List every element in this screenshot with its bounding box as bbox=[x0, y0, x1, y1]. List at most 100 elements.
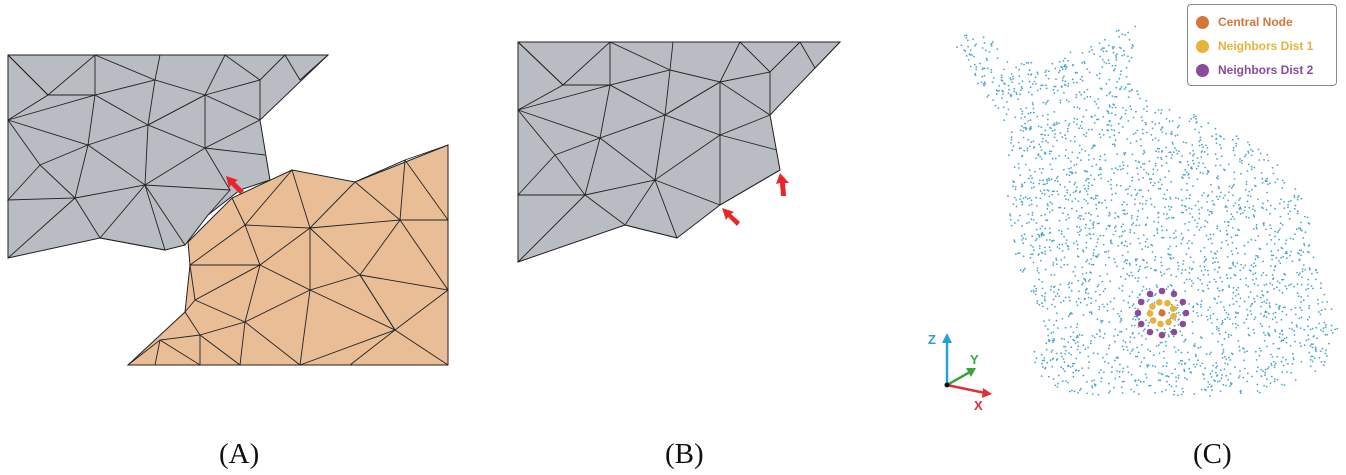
cloud-point bbox=[1278, 260, 1280, 262]
cloud-point bbox=[1007, 108, 1010, 111]
cloud-point bbox=[1184, 338, 1187, 341]
cloud-point bbox=[1143, 149, 1145, 152]
legend-label-central: Central Node bbox=[1218, 15, 1293, 29]
cloud-point bbox=[1021, 125, 1023, 127]
cloud-point bbox=[1224, 205, 1227, 208]
cloud-point bbox=[1064, 119, 1067, 122]
cloud-point bbox=[1183, 368, 1185, 371]
cloud-point bbox=[1123, 380, 1125, 383]
cloud-point bbox=[1174, 319, 1177, 321]
cloud-point bbox=[1209, 233, 1212, 236]
cloud-point bbox=[1267, 334, 1270, 336]
cloud-point bbox=[1197, 359, 1199, 362]
cloud-point bbox=[1203, 378, 1206, 380]
cloud-point bbox=[1114, 261, 1116, 264]
cloud-point bbox=[1114, 192, 1117, 195]
cloud-point bbox=[1314, 346, 1317, 349]
cloud-point bbox=[1299, 306, 1302, 309]
cloud-point bbox=[1290, 199, 1292, 202]
cloud-point bbox=[1262, 331, 1265, 334]
cloud-point bbox=[1129, 341, 1131, 343]
cloud-point bbox=[1085, 212, 1087, 215]
cloud-point bbox=[1075, 357, 1078, 360]
cloud-point bbox=[1081, 61, 1084, 64]
cloud-point bbox=[1045, 140, 1047, 142]
cloud-point bbox=[1051, 365, 1054, 368]
cloud-point bbox=[1067, 127, 1069, 130]
cloud-point bbox=[1094, 290, 1097, 293]
cloud-point bbox=[1231, 241, 1234, 244]
cloud-point bbox=[1085, 190, 1088, 193]
neighbor-dist-2-point bbox=[1146, 290, 1154, 298]
cloud-point bbox=[1008, 154, 1010, 157]
cloud-point bbox=[1083, 198, 1086, 201]
cloud-point bbox=[1210, 183, 1212, 186]
cloud-point bbox=[1291, 260, 1294, 263]
cloud-point bbox=[1039, 197, 1042, 200]
cloud-point bbox=[1078, 369, 1080, 372]
cloud-point bbox=[1108, 321, 1111, 324]
cloud-point bbox=[1017, 141, 1020, 144]
cloud-point bbox=[1058, 247, 1061, 250]
cloud-point bbox=[1276, 231, 1279, 234]
cloud-point bbox=[1122, 339, 1125, 342]
cloud-point bbox=[1257, 284, 1259, 287]
cloud-point bbox=[1243, 209, 1246, 212]
cloud-point bbox=[1272, 360, 1275, 363]
cloud-point bbox=[1002, 93, 1004, 95]
cloud-point bbox=[1118, 375, 1121, 378]
cloud-point bbox=[1044, 367, 1046, 370]
cloud-point bbox=[1154, 365, 1157, 368]
cloud-point bbox=[1188, 120, 1191, 123]
cloud-point bbox=[1054, 305, 1056, 308]
cloud-point bbox=[965, 55, 968, 57]
cloud-point bbox=[1099, 335, 1101, 338]
cloud-point bbox=[1216, 328, 1218, 331]
cloud-point bbox=[1246, 350, 1248, 353]
cloud-point bbox=[1135, 224, 1138, 227]
cloud-point bbox=[1069, 140, 1072, 142]
cloud-point bbox=[1074, 198, 1077, 200]
cloud-point bbox=[1061, 136, 1064, 139]
cloud-point bbox=[1027, 91, 1030, 94]
cloud-point bbox=[1307, 287, 1310, 290]
cloud-point bbox=[1283, 384, 1286, 387]
cloud-point bbox=[1208, 353, 1211, 355]
cloud-point bbox=[1148, 178, 1151, 181]
cloud-point bbox=[1120, 225, 1123, 228]
cloud-point bbox=[1320, 361, 1323, 363]
cloud-point bbox=[1012, 203, 1015, 206]
cloud-point bbox=[1164, 340, 1167, 343]
cloud-point bbox=[1121, 380, 1124, 383]
cloud-point bbox=[1275, 303, 1278, 306]
cloud-point bbox=[1133, 203, 1136, 206]
cloud-point bbox=[1098, 329, 1101, 331]
cloud-point bbox=[1260, 305, 1262, 308]
cloud-point bbox=[1275, 256, 1278, 259]
cloud-point bbox=[1278, 282, 1281, 284]
cloud-point bbox=[1073, 362, 1076, 365]
cloud-point bbox=[1134, 380, 1136, 383]
cloud-point bbox=[1137, 277, 1140, 279]
cloud-point bbox=[1023, 149, 1026, 152]
cloud-point bbox=[1262, 207, 1264, 210]
cloud-point bbox=[1116, 356, 1118, 359]
cloud-point bbox=[1249, 291, 1252, 294]
cloud-point bbox=[1143, 259, 1145, 262]
cloud-point bbox=[1183, 363, 1186, 365]
cloud-point bbox=[1010, 78, 1012, 81]
cloud-point bbox=[1168, 236, 1171, 239]
cloud-point bbox=[1095, 245, 1098, 248]
cloud-point bbox=[1165, 288, 1168, 291]
cloud-point bbox=[1299, 227, 1302, 230]
cloud-point bbox=[1019, 214, 1021, 217]
cloud-point bbox=[1092, 352, 1095, 354]
cloud-point bbox=[1204, 166, 1207, 169]
cloud-point bbox=[1144, 240, 1147, 243]
cloud-point bbox=[1269, 282, 1272, 285]
cloud-point bbox=[1121, 54, 1124, 57]
cloud-point bbox=[1155, 284, 1158, 287]
cloud-point bbox=[1188, 358, 1190, 361]
cloud-point bbox=[1266, 378, 1268, 381]
cloud-point bbox=[969, 65, 972, 68]
